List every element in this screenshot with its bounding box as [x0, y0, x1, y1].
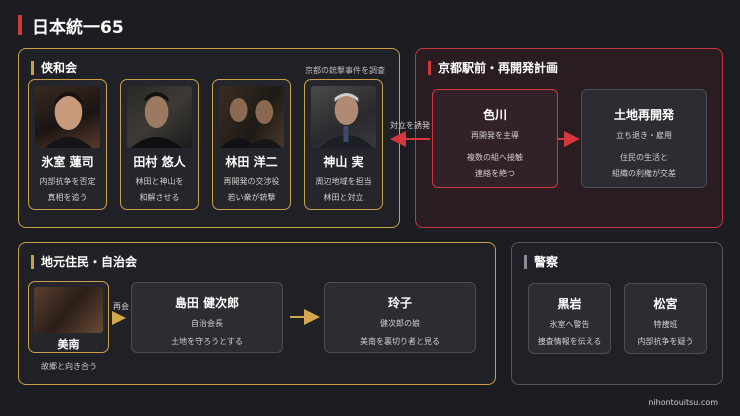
kamiyama-photo [311, 86, 376, 148]
reiko-box[interactable]: 玲子 健次郎の娘 美南を裏切り者と見る [324, 282, 476, 353]
member-name: 田村 悠人 [133, 155, 186, 169]
irokawa-line3: 連絡を絶つ [475, 169, 515, 178]
reunion-arrow [112, 311, 126, 325]
reunion-label: 再会 [113, 302, 129, 311]
landowners-line2: 住民の生活と [620, 153, 668, 162]
hayashida-photo [219, 86, 284, 148]
residents-header-bar [31, 254, 34, 269]
conflict-label: 対立を誘発 [390, 121, 430, 130]
shimada-line1: 自治会長 [191, 319, 223, 328]
police-header: 警察 [524, 253, 558, 270]
residents-panel: 地元住民・自治会 美南 故郷と向き合う 再会 島田 健次郎 自治会長 土地を守ろ… [18, 242, 496, 385]
member-card-tamura[interactable]: 田村 悠人 林田と神山を 和解させる [120, 79, 199, 210]
member-card-himuro[interactable]: 氷室 蓮司 内部抗争を否定 真相を追う [28, 79, 107, 210]
page-title-bar: 日本統一65 [18, 14, 124, 38]
landowners-line3: 組織の利権が交差 [612, 169, 676, 178]
kyowakai-header-bar [31, 60, 34, 75]
residents-header: 地元住民・自治会 [31, 253, 137, 270]
residents-heading: 地元住民・自治会 [41, 255, 138, 269]
police-panel: 警察 黒岩 氷室へ警告 捜査情報を伝える 松宮 特捜班 内部抗争を疑う [511, 242, 723, 385]
member-name: 神山 実 [323, 155, 364, 169]
member-name: 林田 洋二 [225, 155, 278, 169]
police-heading: 警察 [534, 255, 559, 269]
member-line2: 林田と対立 [323, 193, 364, 202]
landowners-name: 土地再開発 [613, 108, 674, 122]
reiko-line2: 美南を裏切り者と見る [360, 337, 440, 346]
irokawa-line1: 再開発を主導 [471, 131, 519, 140]
kyowakai-heading: 侠和会 [41, 61, 78, 75]
minami-name: 美南 [57, 338, 80, 351]
matsumiya-box[interactable]: 松宮 特捜班 内部抗争を疑う [624, 283, 707, 354]
title-accent-bar [18, 15, 22, 35]
tamura-photo [127, 86, 192, 148]
member-line2: 若い衆が銃撃 [227, 193, 276, 202]
redevelopment-header-bar [428, 60, 431, 75]
shimada-box[interactable]: 島田 健次郎 自治会長 土地を守ろうとする [131, 282, 283, 353]
member-line1: 周辺地域を担当 [315, 177, 372, 186]
member-line2: 和解させる [139, 193, 180, 202]
member-card-kamiyama[interactable]: 神山 実 周辺地域を担当 林田と対立 [304, 79, 383, 210]
shimada-name: 島田 健次郎 [174, 296, 240, 310]
kuroiwa-box[interactable]: 黒岩 氷室へ警告 捜査情報を伝える [528, 283, 611, 354]
member-name: 氷室 蓮司 [41, 155, 94, 169]
member-line1: 内部抗争を否定 [39, 177, 96, 186]
himuro-photo [35, 86, 100, 148]
matsumiya-line1: 特捜班 [653, 320, 678, 329]
footer-url[interactable]: nihontouitsu.com [648, 398, 718, 407]
kuroiwa-line1: 氷室へ警告 [549, 320, 590, 329]
matsumiya-name: 松宮 [653, 297, 678, 311]
redevelopment-header: 京都駅前・再開発計画 [428, 59, 558, 76]
reiko-name: 玲子 [387, 296, 412, 310]
matsumiya-line2: 内部抗争を疑う [637, 337, 694, 346]
redevelopment-panel: 京都駅前・再開発計画 色川 再開発を主導 複数の組へ接触 連絡を絶つ 土地再開発… [415, 48, 723, 228]
redevelopment-heading: 京都駅前・再開発計画 [438, 61, 559, 75]
irokawa-line2: 複数の組へ接触 [467, 153, 523, 162]
shimada-line2: 土地を守ろうとする [171, 337, 243, 346]
irokawa-box[interactable]: 色川 再開発を主導 複数の組へ接触 連絡を絶つ [432, 89, 558, 188]
landowners-box[interactable]: 土地再開発 立ち退き・雇用 住民の生活と 組織の利権が交差 [581, 89, 707, 188]
page-title: 日本統一65 [32, 17, 124, 38]
police-header-bar [524, 254, 527, 269]
member-line2: 真相を追う [47, 193, 88, 202]
kyowakai-header: 侠和会 [31, 59, 77, 76]
reiko-line1: 健次郎の娘 [380, 319, 420, 328]
minami-card[interactable]: 美南 [28, 281, 109, 353]
minami-photo [34, 287, 103, 333]
kyowakai-note: 京都の銃撃事件を調査 [305, 66, 385, 75]
irokawa-name: 色川 [482, 108, 507, 122]
kuroiwa-line2: 捜査情報を伝える [537, 337, 602, 346]
kuroiwa-name: 黒岩 [557, 297, 582, 311]
member-line1: 再開発の交渉役 [223, 177, 280, 186]
member-line1: 林田と神山を [135, 177, 184, 186]
kyowakai-panel: 侠和会 京都の銃撃事件を調査 氷室 蓮司 内部抗争を否定 真相を追う 田村 悠人… [18, 48, 400, 228]
landowners-line1: 立ち退き・雇用 [616, 131, 672, 140]
member-card-hayashida[interactable]: 林田 洋二 再開発の交渉役 若い衆が銃撃 [212, 79, 291, 210]
minami-caption: 故郷と向き合う [41, 362, 97, 371]
